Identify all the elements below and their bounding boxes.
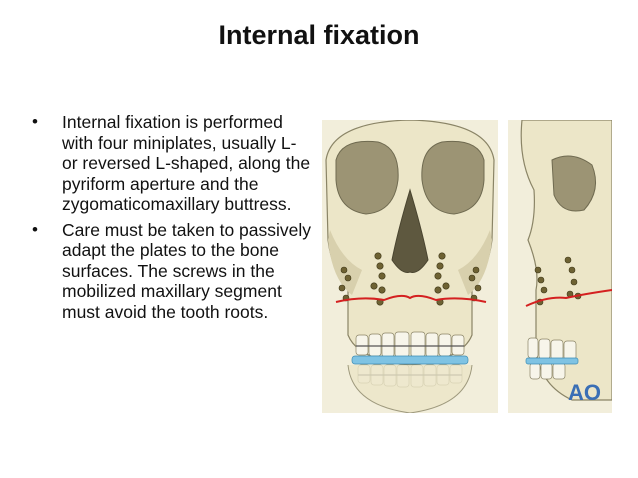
lateral-skull-view: AO xyxy=(508,120,612,413)
occlusal-splint xyxy=(351,355,469,365)
bullet-list: • Internal fixation is performed with fo… xyxy=(30,112,315,327)
bullet-item: • Care must be taken to passively adapt … xyxy=(30,220,315,323)
miniplate xyxy=(434,252,450,306)
bullet-icon: • xyxy=(32,219,38,239)
osteotomy-line xyxy=(525,289,612,307)
bullet-item: • Internal fixation is performed with fo… xyxy=(30,112,315,215)
bullet-icon: • xyxy=(32,112,38,131)
ao-logo: AO xyxy=(568,380,601,405)
skull-illustration-svg: AO xyxy=(322,120,612,413)
skull-fixation-illustration: AO xyxy=(322,120,612,413)
osteotomy-line xyxy=(335,294,487,303)
lateral-teeth xyxy=(527,337,577,380)
frontal-skull-view xyxy=(322,120,498,413)
miniplate xyxy=(370,252,386,306)
occlusal-splint xyxy=(525,357,579,365)
bullet-text: Internal fixation is performed with four… xyxy=(62,112,311,214)
upper-teeth xyxy=(355,331,465,358)
bullet-text: Care must be taken to passively adapt th… xyxy=(62,219,312,322)
slide-title: Internal fixation xyxy=(218,20,420,50)
